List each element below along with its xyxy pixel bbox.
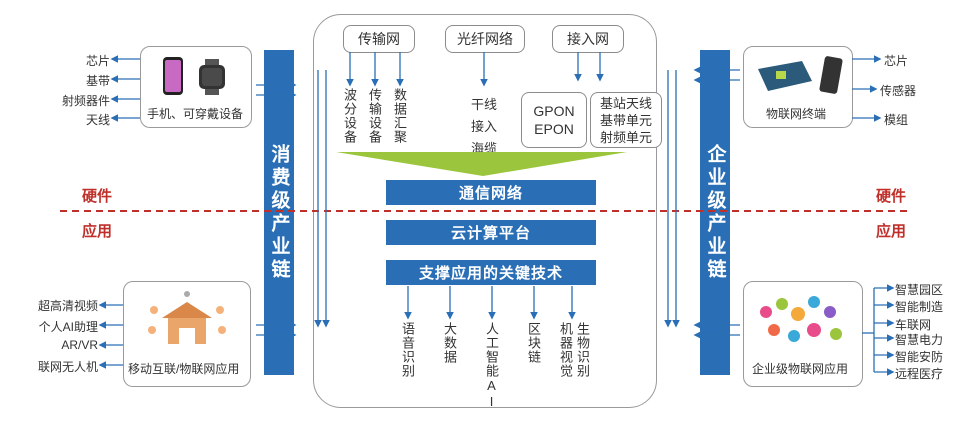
- transport-network-box: 传输网: [343, 25, 415, 53]
- smart-park-label: 智慧园区: [895, 283, 944, 297]
- wdm-equipment-label: 波分设备: [342, 88, 357, 144]
- blockchain-label: 区块链: [526, 322, 541, 364]
- application-label-left: 应用: [82, 223, 113, 240]
- transport-equipment-label: 传输设备: [367, 88, 382, 144]
- trunk-label: 干线: [471, 97, 498, 112]
- access-label: 接入: [471, 119, 498, 134]
- fiber-network-box: 光纤网络: [445, 25, 525, 53]
- hardware-label-right: 硬件: [876, 188, 907, 205]
- consumer-chain-bar: 消费级产业链: [264, 50, 294, 375]
- rf-device-label: 射频器件: [61, 94, 110, 108]
- smart-home-icon: [148, 291, 226, 344]
- baseband-unit-label: 基带单元: [599, 112, 652, 128]
- hardware-label-left: 硬件: [82, 188, 113, 205]
- ar-vr-label: AR/VR: [61, 338, 98, 352]
- enterprise-chain-bar: 企业级产业链: [700, 50, 730, 375]
- biometrics-label: 生物识别: [575, 322, 590, 378]
- key-tech-bar: 支撑应用的关键技术: [386, 260, 596, 285]
- telemedicine-label: 远程医疗: [895, 367, 944, 381]
- antenna-label: 天线: [85, 113, 110, 127]
- epon-label: EPON: [534, 121, 574, 137]
- gpon-label: GPON: [533, 103, 575, 119]
- enterprise-apps-icon: [760, 296, 842, 342]
- drone-label: 联网无人机: [37, 360, 98, 374]
- base-station-box: 基站天线 基带单元 射频单元: [590, 92, 662, 148]
- smart-security-label: 智能安防: [895, 350, 944, 364]
- access-network-box: 接入网: [552, 25, 624, 53]
- ai-assistant-label: 个人AI助理: [38, 320, 98, 334]
- base-antenna-label: 基站天线: [599, 95, 652, 111]
- machine-vision-label: 机器视觉: [558, 322, 573, 378]
- smart-manufacturing-label: 智能制造: [895, 300, 944, 314]
- module-label: 模组: [884, 113, 909, 127]
- consumer-device-box: 手机、可穿戴设备: [140, 46, 252, 128]
- sensor-label: 传感器: [880, 84, 917, 98]
- iov-label: 车联网: [895, 318, 932, 332]
- baseband-label-left: 基带: [85, 74, 110, 88]
- smart-power-label: 智慧电力: [895, 333, 944, 347]
- chip-label-left: 芯片: [85, 54, 110, 68]
- iot-module-icon: [758, 56, 843, 94]
- rf-unit-label: 射频单元: [599, 129, 652, 145]
- speech-recognition-label: 语音识别: [400, 322, 415, 378]
- data-aggregation-label: 数据汇聚: [392, 88, 407, 144]
- iot-device-caption: 物联网终端: [766, 107, 827, 121]
- consumer-app-box: 移动互联/物联网应用: [123, 281, 251, 387]
- uhd-video-label: 超高清视频: [37, 299, 98, 313]
- comm-network-bar: 通信网络: [386, 180, 596, 205]
- phone-watch-icon: [163, 57, 225, 95]
- consumer-app-caption: 移动互联/物联网应用: [128, 362, 240, 376]
- cloud-platform-bar: 云计算平台: [386, 220, 596, 245]
- chip-label-right: 芯片: [884, 54, 909, 68]
- iot-device-box: 物联网终端: [743, 46, 853, 128]
- gpon-box: GPON EPON: [521, 92, 587, 148]
- application-label-right: 应用: [876, 223, 907, 240]
- big-data-label: 大数据: [442, 322, 457, 364]
- funnel-arrow: [336, 152, 627, 176]
- enterprise-app-box: 企业级物联网应用: [743, 281, 863, 387]
- consumer-device-caption: 手机、可穿戴设备: [147, 107, 244, 121]
- enterprise-app-caption: 企业级物联网应用: [752, 362, 849, 376]
- ai-label: 人工智能AI: [484, 322, 499, 410]
